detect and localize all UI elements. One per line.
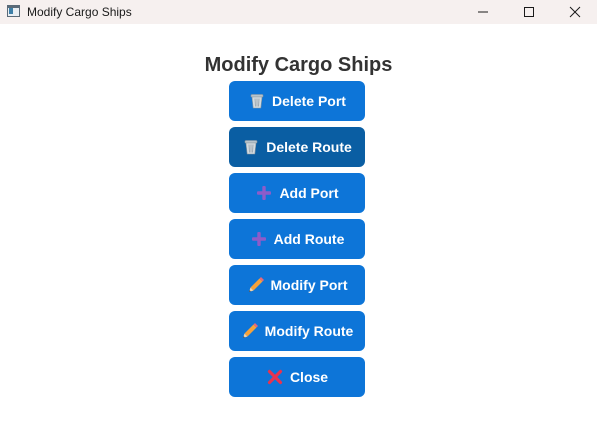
add-port-label: Add Port — [279, 185, 339, 201]
pencil-icon — [241, 322, 259, 340]
modify-port-button[interactable]: Modify Port — [229, 265, 365, 305]
modify-route-button[interactable]: Modify Route — [229, 311, 365, 351]
close-button[interactable]: Close — [229, 357, 365, 397]
modify-route-label: Modify Route — [264, 323, 354, 339]
wastebasket-icon — [248, 92, 266, 110]
delete-port-button[interactable]: Delete Port — [229, 81, 365, 121]
add-port-button[interactable]: Add Port — [229, 173, 365, 213]
title-bar[interactable]: Modify Cargo Ships — [0, 0, 597, 24]
wastebasket-icon — [242, 138, 260, 156]
add-route-button[interactable]: Add Route — [229, 219, 365, 259]
minimize-icon — [478, 11, 488, 13]
close-window-button[interactable] — [552, 0, 597, 24]
app-icon — [7, 5, 20, 17]
minimize-button[interactable] — [460, 0, 506, 24]
close-icon — [569, 6, 581, 18]
window-title: Modify Cargo Ships — [27, 5, 132, 19]
close-label: Close — [289, 369, 329, 385]
plus-icon — [255, 184, 273, 202]
cross-mark-icon — [266, 368, 284, 386]
delete-port-label: Delete Port — [272, 93, 346, 109]
delete-route-button[interactable]: Delete Route — [229, 127, 365, 167]
modify-port-label: Modify Port — [270, 277, 348, 293]
add-route-label: Add Route — [273, 231, 345, 247]
maximize-button[interactable] — [506, 0, 552, 24]
maximize-icon — [524, 7, 534, 17]
pencil-icon — [247, 276, 265, 294]
action-list: Delete Port Delete Route — [229, 81, 365, 403]
page-title: Modify Cargo Ships — [204, 54, 393, 76]
plus-icon — [250, 230, 268, 248]
delete-route-label: Delete Route — [266, 139, 352, 155]
